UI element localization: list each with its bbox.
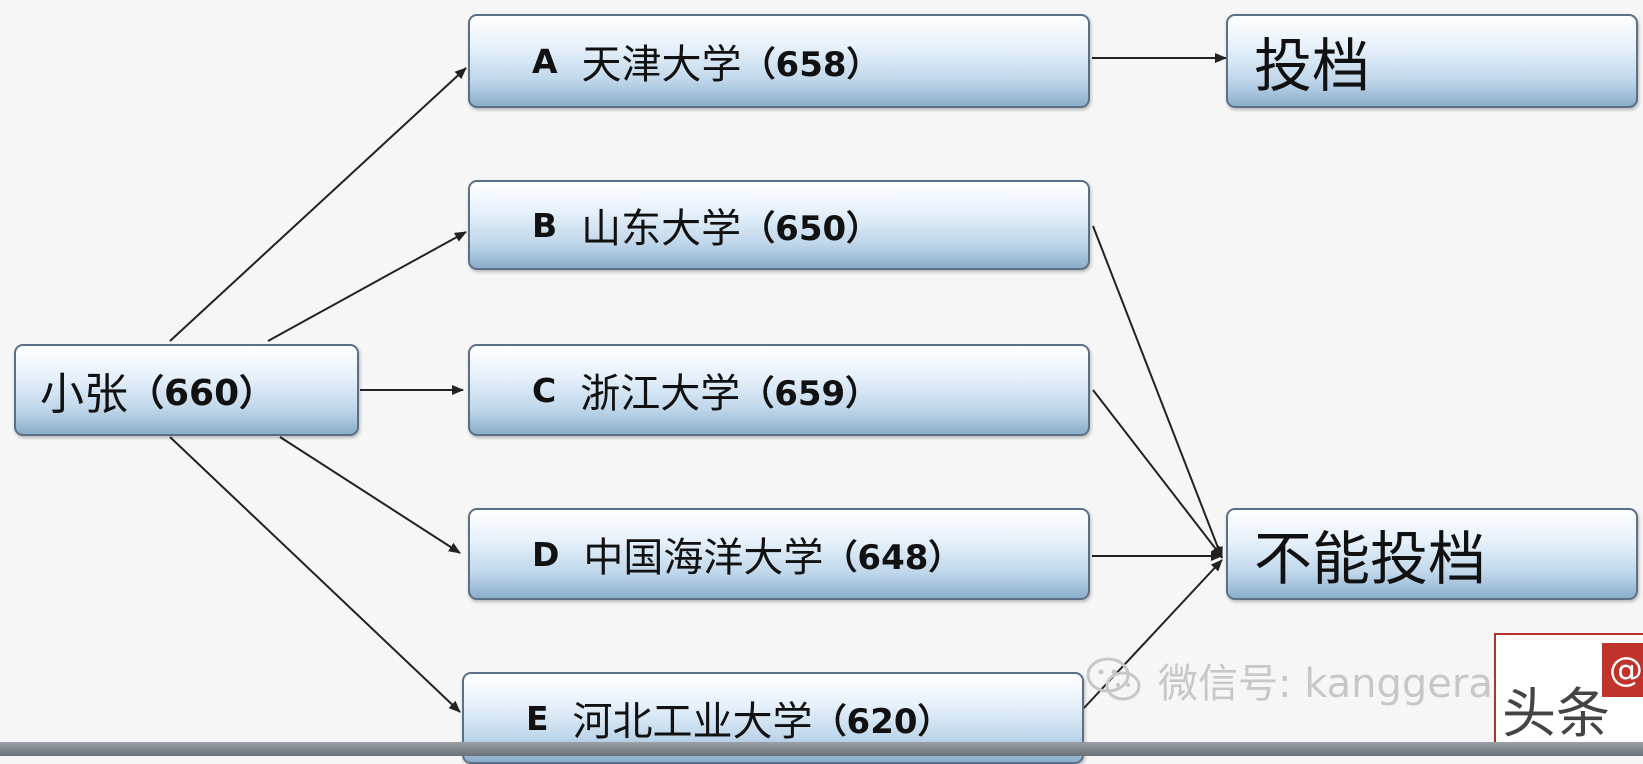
arrow-to-d bbox=[279, 436, 461, 554]
university-name: 浙江大学 bbox=[580, 371, 741, 417]
university-letter: A bbox=[532, 41, 558, 81]
university-letter: C bbox=[532, 370, 557, 410]
wechat-icon bbox=[1086, 657, 1141, 701]
toutiao-logo: @ 头条 bbox=[1494, 633, 1643, 756]
university-node-d: D 中国海洋大学（648） bbox=[468, 508, 1090, 600]
arrow-to-a bbox=[169, 67, 467, 342]
university-node-b: B 山东大学（650） bbox=[468, 180, 1090, 270]
arrow-c-reject bbox=[1092, 389, 1223, 558]
university-letter: D bbox=[532, 534, 560, 574]
university-letter: E bbox=[526, 698, 549, 738]
result-admit-label: 投档 bbox=[1254, 32, 1371, 100]
source-score: （660） bbox=[128, 373, 276, 414]
university-score: （648） bbox=[823, 537, 963, 578]
university-score: （620） bbox=[812, 701, 952, 742]
bottom-bar bbox=[0, 742, 1643, 756]
result-reject-node: 不能投档 bbox=[1226, 508, 1638, 600]
arrow-to-e bbox=[169, 436, 461, 713]
arrow-to-b bbox=[267, 231, 467, 342]
logo-text: 头条 bbox=[1502, 682, 1610, 745]
university-name: 山东大学 bbox=[581, 206, 742, 252]
university-score: （659） bbox=[740, 373, 880, 414]
result-admit-node: 投档 bbox=[1226, 14, 1638, 108]
university-node-c: C 浙江大学（659） bbox=[468, 344, 1090, 436]
university-letter: B bbox=[532, 205, 558, 245]
arrow-b-reject bbox=[1092, 225, 1223, 559]
university-name: 中国海洋大学 bbox=[583, 535, 824, 581]
university-node-a: A 天津大学（658） bbox=[468, 14, 1090, 108]
university-score: （650） bbox=[741, 208, 881, 249]
source-node: 小张（660） bbox=[14, 344, 359, 436]
university-score: （658） bbox=[741, 44, 881, 85]
university-name: 河北工业大学 bbox=[572, 699, 813, 745]
logo-mark-icon: @ bbox=[1602, 643, 1643, 697]
result-reject-label: 不能投档 bbox=[1254, 525, 1487, 593]
university-name: 天津大学 bbox=[581, 42, 742, 88]
source-name: 小张 bbox=[40, 369, 128, 420]
